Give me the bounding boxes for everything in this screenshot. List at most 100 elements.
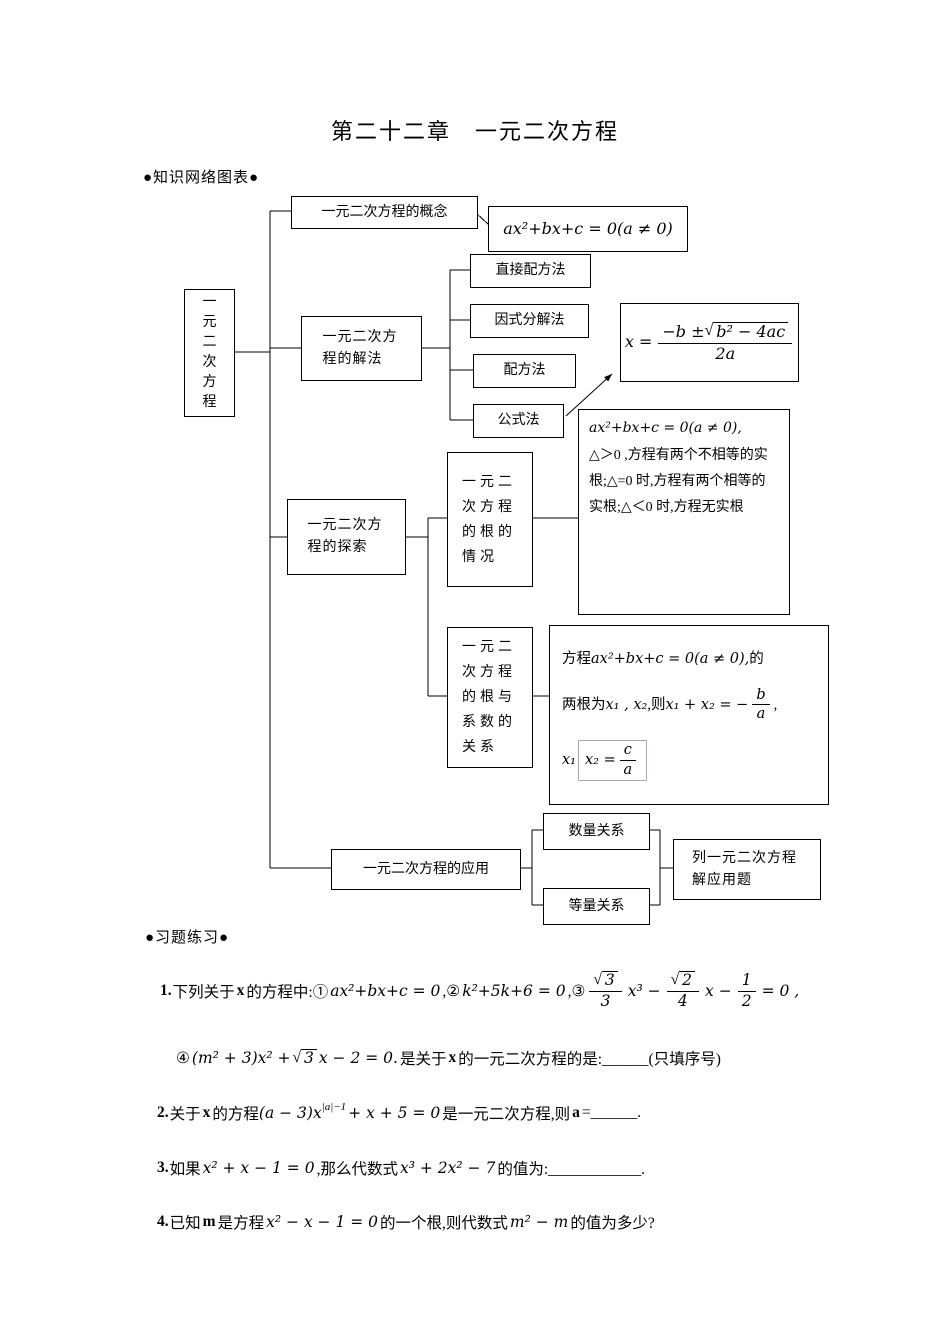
variable-m: m — [202, 1213, 216, 1230]
equation: x² + x − 1 = 0 — [202, 1159, 315, 1177]
exercise-3: 3. 如果 x² + x − 1 = 0 ,那么代数式 x³ + 2x² − 7… — [157, 1153, 645, 1183]
radical-sign: √ — [670, 971, 680, 989]
text: , — [773, 696, 778, 713]
roots-symbols: x₁ , x₂ — [605, 696, 648, 713]
method-factoring-box: 因式分解法 — [470, 304, 589, 338]
roots-coefficients-box: 一元二次方程的根与系数的关系 — [447, 627, 533, 768]
word-problem-box: 列一元二次方程解应用题 — [673, 839, 821, 900]
general-formula-box: ax²+bx+c = 0(a ≠ 0) — [488, 206, 688, 252]
method-factoring-label: 因式分解法 — [494, 313, 565, 329]
radical-sign: √ — [593, 971, 602, 989]
denominator: a — [623, 762, 633, 779]
equation: x² − x − 1 = 0 — [266, 1213, 379, 1231]
radicand: 2 — [679, 971, 696, 990]
text: 如果 — [169, 1161, 201, 1178]
numerator: c — [619, 742, 636, 762]
vieta-detail-box: 方程 ax²+bx+c = 0(a ≠ 0), 的 两根为 x₁ , x₂ ,则… — [549, 625, 829, 805]
denominator: 2a — [715, 343, 736, 363]
denominator: 3 — [600, 992, 611, 1010]
sum-fraction: b a — [752, 687, 770, 723]
application-node-label: 一元二次方程的应用 — [363, 861, 489, 877]
radicand: 3 — [601, 971, 618, 990]
concept-node-label: 一元二次方程的概念 — [321, 204, 448, 220]
exercise-2: 2. 关于 x 的方程 (a − 3)x |a|−1 + x + 5 = 0 是… — [157, 1098, 641, 1128]
exercise-2-number: 2. — [157, 1104, 169, 1121]
text: 的 — [749, 651, 764, 668]
equation-3-end: = 0 , — [761, 982, 800, 1000]
method-direct-box: 直接配方法 — [470, 254, 591, 288]
discriminant-text: △＞0 ,方程有两个不相等的实根;△=0 时,方程有两个相等的实根;△＜0 时,… — [589, 447, 768, 515]
product-prefix: x₁ — [562, 752, 576, 769]
text: ,则 — [647, 696, 666, 713]
exponent: |a|−1 — [321, 1101, 347, 1113]
text: ,那么代数式 — [316, 1161, 398, 1178]
method-formula-label: 公式法 — [497, 413, 540, 429]
radical-sign: √ — [704, 322, 714, 340]
roots-nature-label: 一元二次方程的根的情况 — [462, 474, 516, 565]
text: 的一个根,则代数式 — [380, 1215, 508, 1232]
page-title: 第二十二章 一元二次方程 — [330, 119, 619, 144]
text: ,③ — [567, 982, 586, 1000]
roots-nature-box: 一元二次方程的根的情况 — [447, 452, 533, 587]
equation-4-start: (m² + 3)x² + — [191, 1049, 291, 1067]
text: ,② — [442, 982, 461, 1000]
radical: √ 2 — [670, 971, 696, 990]
text-with-blank: 的值为:____________. — [497, 1161, 645, 1178]
text: 是一元二次方程,则 — [442, 1106, 571, 1123]
explore-node-box: 一元二次方程的探索 — [287, 499, 406, 575]
text: 下列关于 — [172, 984, 235, 1001]
quantity-relation-box: 数量关系 — [543, 813, 650, 850]
exercise-3-number: 3. — [157, 1159, 169, 1176]
text: 已知 — [169, 1215, 201, 1232]
equation-start: (a − 3)x — [258, 1104, 322, 1122]
exercise-1-line-1: 1. 下列关于 x 的方程中:① ax²+bx+c = 0 ,② k²+5k+6… — [160, 968, 801, 1014]
vieta-line-3: x₁ x₂ = c a — [562, 740, 647, 781]
method-completing-box: 配方法 — [473, 354, 576, 388]
exercise-4-number: 4. — [157, 1213, 169, 1230]
quantity-relation-label: 数量关系 — [568, 823, 625, 839]
denominator: 2 — [741, 991, 752, 1010]
numerator: 1 — [737, 971, 756, 992]
vieta-line-2: 两根为 x₁ , x₂ ,则 x₁ + x₂ = − b a , — [562, 687, 777, 723]
expression: x³ + 2x² − 7 — [399, 1159, 496, 1177]
radical: √ b² − 4ac — [704, 322, 789, 341]
discriminant-detail-box: ax²+bx+c = 0(a ≠ 0), △＞0 ,方程有两个不相等的实根;△=… — [578, 409, 790, 615]
denominator: 4 — [677, 992, 688, 1010]
quadratic-formula-fraction: −b ± √ b² − 4ac 2a — [658, 322, 793, 363]
method-completing-label: 配方法 — [503, 363, 546, 379]
fraction-1-over-2: 1 2 — [737, 971, 756, 1011]
quadratic-formula-box: x = −b ± √ b² − 4ac 2a — [620, 303, 799, 382]
equality-relation-box: 等量关系 — [543, 888, 650, 925]
radicand: 3 — [301, 1048, 317, 1068]
text: 是方程 — [217, 1215, 265, 1232]
concept-node-box: 一元二次方程的概念 — [291, 196, 478, 229]
equation-3-mid: x³ − — [627, 982, 661, 1000]
solve-node-box: 一元二次方程的解法 — [301, 316, 422, 381]
text: 关于 — [169, 1106, 201, 1123]
word-problem-label: 列一元二次方程解应用题 — [692, 850, 797, 888]
equality-relation-label: 等量关系 — [568, 898, 625, 914]
explore-node-label: 一元二次方程的探索 — [307, 518, 383, 555]
radicand: b² − 4ac — [713, 322, 789, 341]
product-fraction: c a — [619, 742, 636, 779]
root-node-box: 一元二次方程 — [184, 289, 235, 417]
text: 方程 — [562, 651, 591, 668]
exercise-1-line-2: ④ (m² + 3)x² + √ 3 x − 2 = 0. 是关于 x 的一元二… — [176, 1043, 721, 1073]
method-direct-label: 直接配方法 — [495, 263, 566, 279]
expression: m² − m — [509, 1213, 569, 1231]
quadratic-formula-lhs: x = — [624, 332, 653, 352]
equation-end: + x + 5 = 0 — [348, 1104, 441, 1122]
variable-x: x — [202, 1104, 211, 1121]
fraction-sqrt2-over-4: √ 2 4 — [666, 971, 700, 1011]
text: 的方程中:① — [246, 984, 329, 1001]
text: 是关于 — [399, 1051, 447, 1068]
text-with-blank: 的一元二次方程的是:______(只填序号) — [458, 1051, 721, 1068]
fraction-sqrt3-over-3: √ 3 3 — [589, 971, 622, 1011]
method-formula-box: 公式法 — [473, 404, 564, 438]
variable-a: a — [572, 1104, 580, 1121]
variable-x: x — [448, 1049, 457, 1066]
roots-coefficients-label: 一元二次方程的根与系数的关系 — [462, 640, 516, 755]
equation-1: ax²+bx+c = 0 — [330, 982, 441, 1000]
equation: ax²+bx+c = 0(a ≠ 0), — [591, 651, 750, 668]
